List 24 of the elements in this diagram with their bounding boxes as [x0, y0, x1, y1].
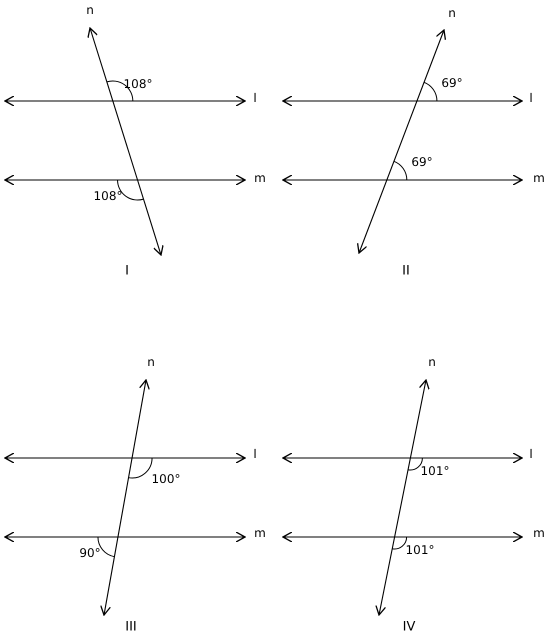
- angle-label: 100°: [152, 473, 180, 485]
- line-label: n: [428, 356, 436, 368]
- figure-number: II: [402, 264, 410, 278]
- figure-number: I: [125, 264, 129, 278]
- line-label: l: [253, 448, 257, 460]
- figure-number: III: [125, 620, 137, 634]
- line-label: n: [86, 4, 94, 16]
- angle-label: 108°: [124, 78, 152, 90]
- line-label: n: [147, 356, 155, 368]
- line-label: m: [533, 527, 545, 539]
- angle-label: 90°: [79, 547, 101, 559]
- line-label: m: [254, 527, 266, 539]
- line-label: n: [448, 7, 456, 19]
- angle-label: 69°: [411, 156, 433, 168]
- angle-label: 101°: [406, 544, 434, 556]
- line-label: l: [529, 92, 533, 104]
- line-label: l: [529, 448, 533, 460]
- angle-label: 108°: [94, 190, 122, 202]
- line-label: m: [254, 172, 266, 184]
- figure-number: IV: [402, 620, 416, 634]
- angle-label: 101°: [420, 465, 450, 477]
- angle-label: 69°: [441, 77, 463, 89]
- line-label: m: [533, 172, 545, 184]
- line-label: l: [253, 92, 257, 104]
